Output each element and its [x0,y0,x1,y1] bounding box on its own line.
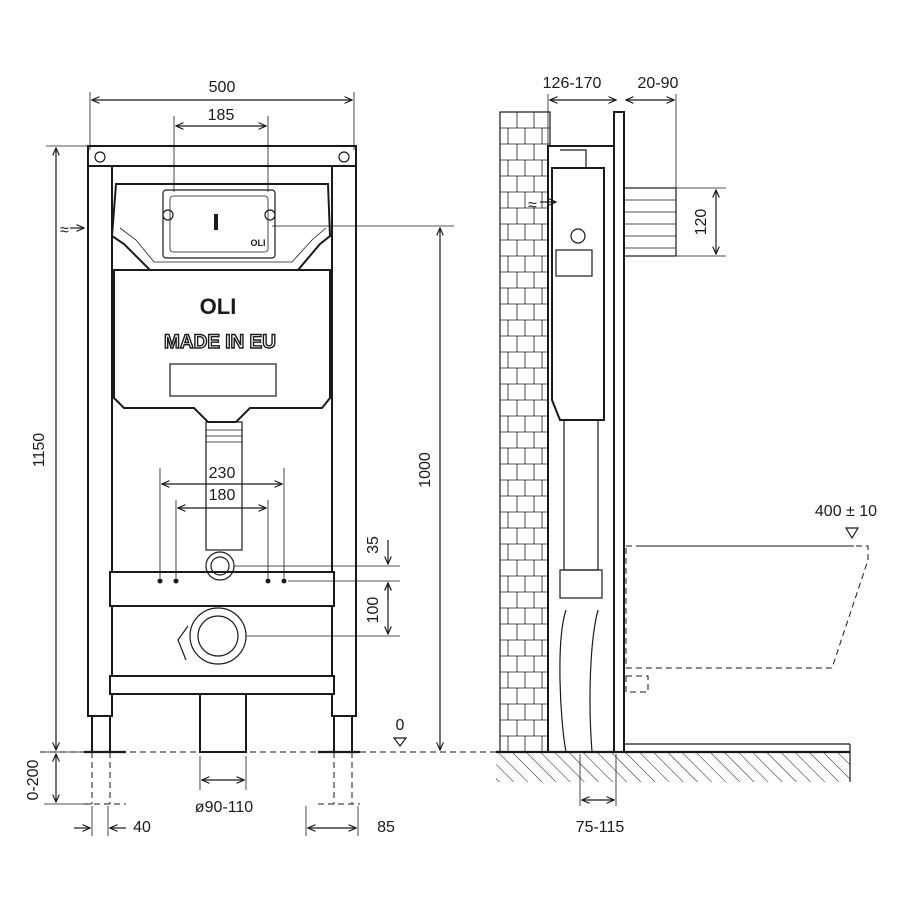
svg-text:100: 100 [365,597,382,624]
dim-40: 40 [74,806,151,836]
dim-20-90: 20-90 [626,75,679,188]
svg-text:40: 40 [133,819,151,836]
svg-text:120: 120 [693,209,710,236]
brand-logo: OLI [200,294,237,319]
svg-text:ø90-110: ø90-110 [195,799,254,816]
dim-185: 185 [173,107,269,192]
svg-text:0-200: 0-200 [25,759,42,800]
svg-text:1000: 1000 [417,452,434,488]
dim-1150: 1150 [31,145,90,753]
svg-text:180: 180 [209,487,236,504]
cistern: OLI OLI MADE IN EU [110,183,332,423]
side-view: ≈ 126-170 20-90 [496,75,877,836]
dim-bowl-height: 400 ± 10 [815,503,877,540]
left-foot [91,715,111,753]
front-panel [613,111,625,753]
floor-level: 0 [40,717,500,753]
right-post [331,145,357,717]
bolt-holes [157,578,287,584]
drain-elbow [177,607,247,665]
dim-75-115: 75-115 [576,754,625,836]
svg-text:1150: 1150 [31,433,48,468]
right-foot [333,715,353,753]
front-view: OLI OLI MADE IN EU ≈ [25,79,500,836]
svg-text:20-90: 20-90 [638,75,679,92]
dim-500: 500 [89,79,355,150]
svg-text:0: 0 [396,717,405,734]
svg-text:35: 35 [365,536,382,554]
water-inlet-side-icon: ≈ [528,197,537,214]
flush-plate [162,189,276,259]
svg-text:126-170: 126-170 [543,75,602,92]
svg-text:85: 85 [377,819,395,836]
left-post [87,145,113,717]
svg-text:185: 185 [208,107,235,124]
service-opening [169,363,277,397]
svg-text:400 ± 10: 400 ± 10 [815,503,877,520]
svg-text:75-115: 75-115 [576,819,625,836]
dim-85: 85 [305,806,395,836]
dim-1000: 100 0 [272,225,454,750]
dim-100: 100 [246,583,400,637]
dim-126-170: 126-170 [543,75,616,150]
mid-rail [109,571,335,607]
brick-wall [499,111,551,753]
top-rail [87,145,357,167]
frame [84,145,360,754]
adjusted-legs [84,752,360,805]
drain-stub [199,693,247,753]
dim-drain-diameter: ø90-110 [195,756,254,816]
dim-0-200: 0-200 [25,754,92,805]
mount-hole-right [338,151,350,163]
svg-text:230: 230 [209,465,236,482]
dim-230: 230 [159,465,285,578]
dim-120: 120 [676,187,726,257]
made-in-label: MADE IN EU [164,332,276,353]
mount-hole-left [94,151,106,163]
plate-logo: OLI [251,238,266,248]
water-inlet-icon: ≈ [60,222,69,239]
dim-180: 180 [175,487,269,578]
side-frame [547,111,677,753]
floor-hatch [496,743,851,782]
bottom-rail [109,675,335,695]
toilet-bowl-outline [625,545,869,693]
svg-text:500: 500 [209,79,236,96]
plate-indicator [214,214,218,230]
